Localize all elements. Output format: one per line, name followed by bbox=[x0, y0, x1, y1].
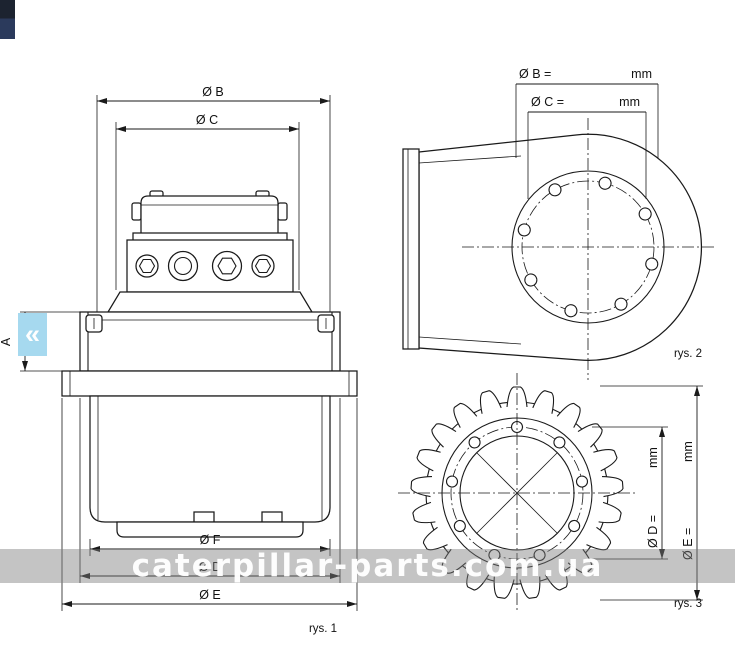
fig1-dimension-f: Ø F bbox=[89, 533, 331, 556]
fig1-dim-f-label: Ø F bbox=[200, 533, 221, 547]
fig1-dimension-b: Ø B bbox=[96, 85, 331, 312]
fig3-caption: rys. 3 bbox=[674, 598, 702, 610]
fig2-bolt-holes bbox=[517, 176, 659, 318]
fig2-dim-c-label: Ø C = bbox=[531, 95, 564, 109]
fig2-dimension-c: Ø C = mm bbox=[527, 95, 647, 199]
fig3-dim-d-label: Ø D = bbox=[646, 515, 660, 548]
fig2-caption: rys. 2 bbox=[674, 348, 702, 360]
fig2-part-outline bbox=[402, 118, 714, 380]
fig1-dim-d-label: Ø D bbox=[199, 560, 221, 574]
fig3-sprocket-view: Ø D = mm Ø E = mm rys. 3 bbox=[398, 373, 703, 613]
corner-ui-fragment bbox=[0, 0, 15, 39]
carousel-prev-button[interactable]: « bbox=[18, 313, 47, 356]
fig1-dimension-c: Ø C bbox=[115, 113, 300, 290]
fig3-dim-d-unit: mm bbox=[646, 447, 660, 468]
fig1-dim-c-label: Ø C bbox=[196, 113, 218, 127]
fig2-dim-b-unit: mm bbox=[631, 67, 652, 81]
fig3-dimension-e: Ø E = mm bbox=[600, 385, 703, 601]
fig3-part-outline bbox=[398, 373, 638, 613]
chevron-left-icon: « bbox=[24, 319, 41, 349]
fig3-bolt-holes bbox=[445, 420, 589, 562]
fig1-dim-b-label: Ø B bbox=[202, 85, 224, 99]
fig2-dim-c-unit: mm bbox=[619, 95, 640, 109]
fig1-dimension-e: Ø E bbox=[61, 398, 358, 611]
fig3-dim-e-unit: mm bbox=[681, 441, 695, 462]
fig3-dimension-d: Ø D = mm bbox=[592, 426, 668, 560]
fig2-dimension-b: Ø B = mm bbox=[515, 67, 659, 158]
fig2-dim-b-label: Ø B = bbox=[519, 67, 551, 81]
watermark-band: caterpillar-parts.com.ua bbox=[0, 548, 735, 584]
fig1-final-drive-front-view: Ø B Ø C A Ø F Ø D bbox=[0, 85, 358, 635]
fig3-dim-e-label: Ø E = bbox=[681, 528, 695, 560]
fig1-part-outline bbox=[61, 190, 358, 538]
fig1-dim-e-label: Ø E bbox=[199, 588, 221, 602]
fig1-dim-a-label: A bbox=[0, 337, 13, 346]
watermark-text: caterpillar-parts.com.ua bbox=[131, 548, 604, 584]
fig1-caption: rys. 1 bbox=[309, 623, 337, 635]
fig2-housing-side-view: Ø B = mm Ø C = mm rys. 2 bbox=[402, 67, 714, 380]
fig1-dimension-d: Ø D bbox=[79, 398, 341, 583]
